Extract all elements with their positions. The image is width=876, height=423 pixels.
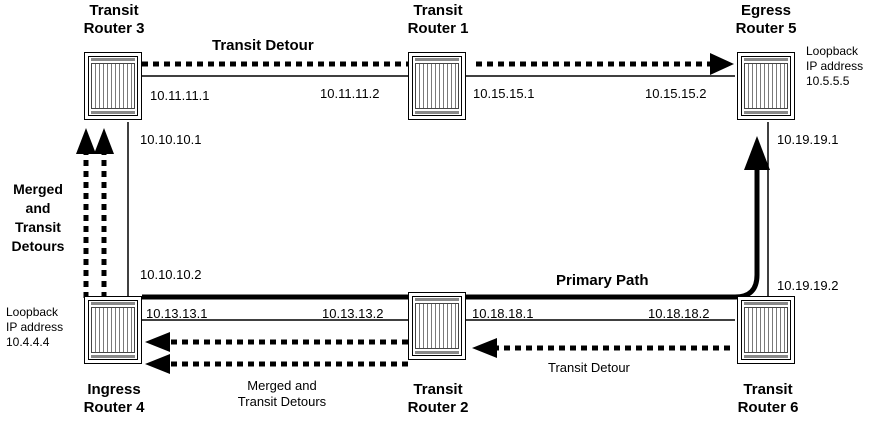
- ip-10-11-11-2: 10.11.11.2: [320, 86, 380, 101]
- merged-detour-bottom-arrowhead-2: [145, 354, 170, 374]
- primary-path-label: Primary Path: [556, 272, 649, 289]
- merged-detour-left-arrowhead-1: [76, 128, 96, 154]
- router-1-icon: [408, 52, 466, 120]
- transit-detour-top-arrowhead: [710, 53, 734, 75]
- ip-10-19-19-2: 10.19.19.2: [777, 278, 839, 293]
- loopback-r5: Loopback IP address 10.5.5.5: [806, 44, 864, 88]
- ip-10-10-10-2: 10.10.10.2: [140, 267, 202, 282]
- transit-detour-bottom-arrowhead: [472, 338, 497, 358]
- ip-10-13-13-1: 10.13.13.1: [146, 306, 208, 321]
- merged-detour-bottom-arrowhead-1: [145, 332, 170, 352]
- ip-10-10-10-1: 10.10.10.1: [140, 132, 202, 147]
- ip-10-15-15-1: 10.15.15.1: [473, 86, 535, 101]
- ip-10-18-18-1: 10.18.18.1: [472, 306, 534, 321]
- merged-detour-left-arrowhead-2: [94, 128, 114, 154]
- router-6-label: Transit Router 6: [737, 381, 799, 416]
- loopback-r4: Loopback IP address 10.4.4.4: [6, 305, 64, 349]
- ip-10-18-18-2: 10.18.18.2: [648, 306, 710, 321]
- router-4-icon: [84, 296, 142, 364]
- router-5-icon: [737, 52, 795, 120]
- router-5-label: Egress Router 5: [735, 2, 797, 37]
- router-2-icon: [408, 292, 466, 360]
- ip-10-19-19-1: 10.19.19.1: [777, 132, 839, 147]
- router-1-label: Transit Router 1: [407, 2, 469, 37]
- router-3-label: Transit Router 3: [83, 2, 145, 37]
- ip-10-15-15-2: 10.15.15.2: [645, 86, 707, 101]
- ip-10-13-13-2: 10.13.13.2: [322, 306, 384, 321]
- router-4-label: Ingress Router 4: [83, 381, 145, 416]
- merged-detours-left-label: Merged and Transit Detours: [11, 181, 65, 254]
- primary-path: [142, 168, 760, 300]
- router-2-label: Transit Router 2: [407, 381, 469, 416]
- primary-path-arrowhead: [744, 136, 770, 170]
- router-6-icon: [737, 296, 795, 364]
- ip-10-11-11-1: 10.11.11.1: [150, 88, 210, 103]
- transit-detour-top-label: Transit Detour: [212, 37, 314, 54]
- merged-detours-bottom-label: Merged and Transit Detours: [237, 378, 327, 409]
- router-3-icon: [84, 52, 142, 120]
- transit-detour-bottom-label: Transit Detour: [548, 360, 630, 375]
